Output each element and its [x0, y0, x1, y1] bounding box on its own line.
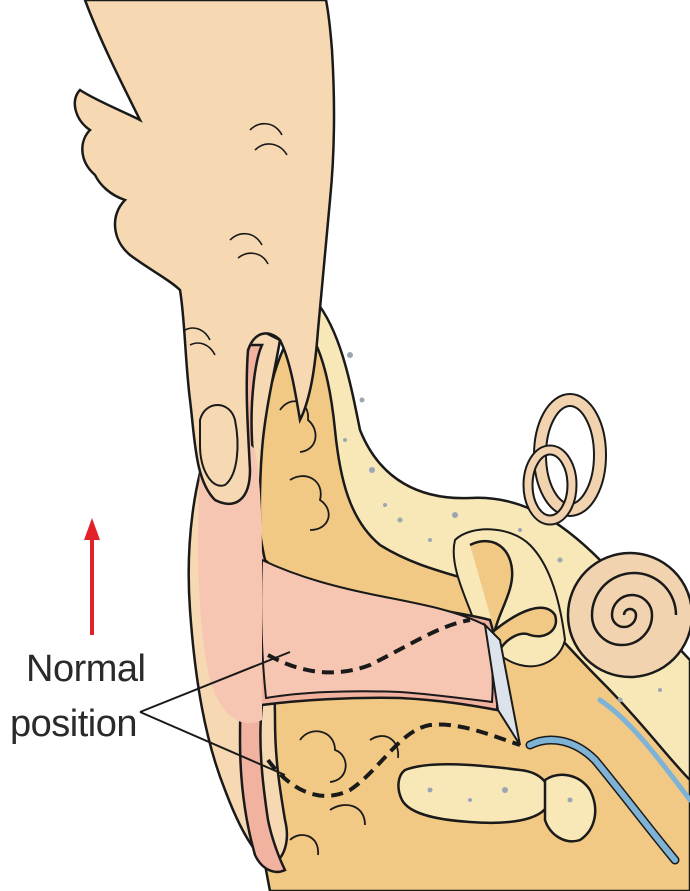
- fingernail: [200, 405, 238, 486]
- arrow-up-icon: [84, 518, 100, 635]
- semicircular-canals: [528, 400, 600, 520]
- normal-position-label-line-1: Normal: [26, 650, 145, 688]
- lower-bone-segment: [398, 764, 549, 823]
- normal-position-label-line-2: position: [10, 705, 137, 743]
- cochlea: [568, 553, 690, 677]
